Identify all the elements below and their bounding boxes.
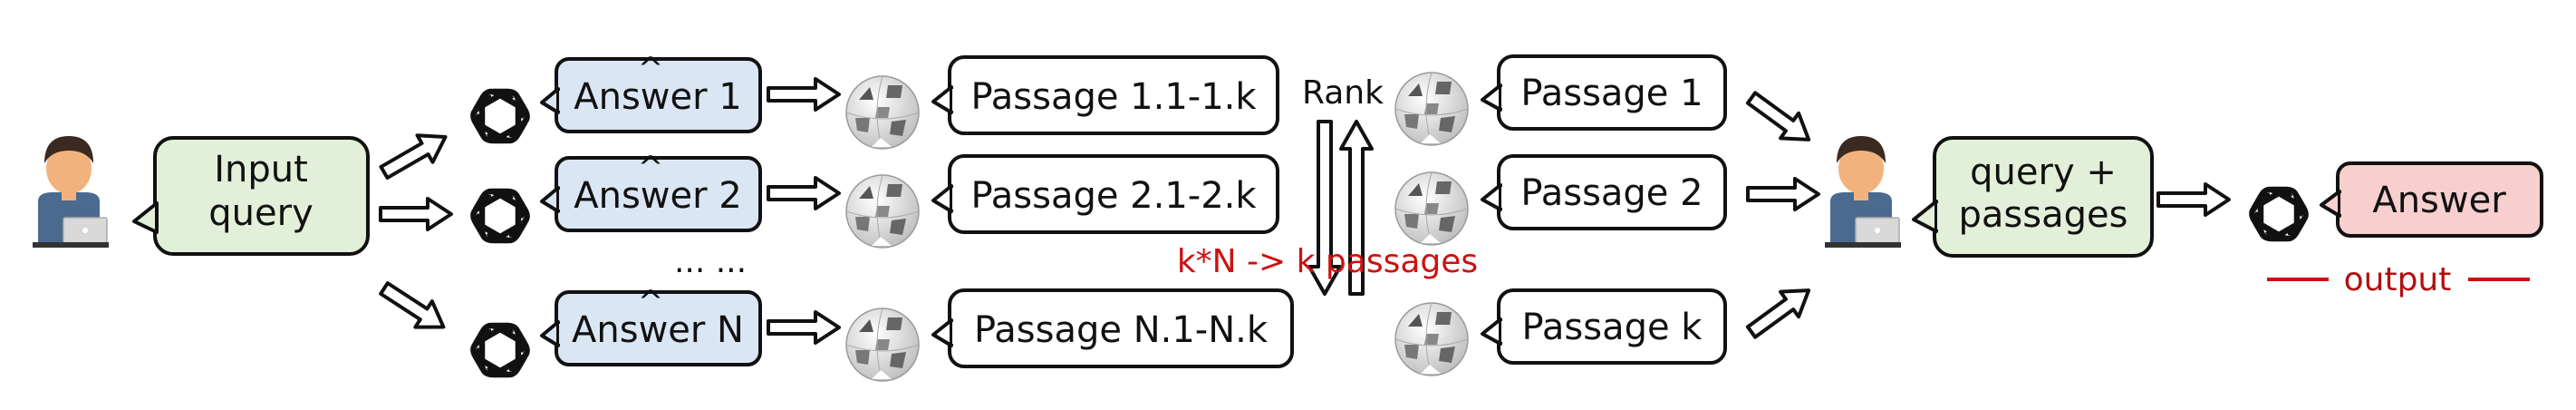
retrieved-passages-1: Passage 1.1-1.k [970,76,1257,118]
user-icon [32,135,110,249]
rank-up-arrow [1339,120,1374,296]
output-label: output [2344,261,2452,298]
arrow-to-llm-N [379,281,446,329]
ranked-passage-2: Passage 2 [1520,172,1703,214]
wikipedia-icon [845,75,920,150]
arrow-merge-1 [1745,91,1811,142]
final-answer-label: Answer [2372,180,2506,221]
ellipsis: ... ... [674,243,747,280]
retrieved-passages-N: Passage N.1-N.k [974,309,1269,351]
wikipedia-icon [1394,302,1469,376]
arrow-to-llm-1 [379,133,448,181]
arrow-to-retrieval-1 [767,77,841,112]
retrieved-passages-2: Passage 2.1-2.k [970,175,1257,217]
openai-icon [470,322,531,378]
answer-2-hat: ^ [638,150,664,186]
input-query-bubble-tail [132,201,159,234]
query-passages-line2: passages [1959,194,2128,236]
answer-1-label: Answer 1 [574,76,742,118]
rank-note: k*N -> k passages [1177,243,1478,280]
answer-N-label: Answer N [572,309,744,351]
rank-down-arrow [1307,120,1342,296]
arrow-to-retrieval-N [767,310,841,345]
query-passages-bubble [1933,136,2154,258]
input-query-line1: Input [214,149,308,190]
wikipedia-icon [1394,72,1469,146]
wikipedia-icon [845,308,920,382]
query-passages-line1: query + [1970,151,2117,193]
rank-label: Rank [1302,74,1384,112]
answer-N-hat: ^ [638,284,664,320]
answer-2-label: Answer 2 [574,175,742,217]
arrow-merge-2 [1746,177,1820,211]
arrow-to-final-llm [2156,182,2231,217]
openai-icon [470,88,531,144]
arrow-to-llm-2 [379,197,453,231]
answer-1-hat: ^ [638,51,664,87]
openai-icon [470,188,531,244]
wikipedia-icon [1394,171,1469,246]
user-icon [1824,135,1902,249]
ranked-passage-k: Passage k [1522,307,1703,348]
arrow-to-retrieval-2 [767,176,841,210]
input-query-bubble [153,136,370,256]
arrow-merge-k [1745,288,1811,339]
input-query-line2: query [208,192,313,234]
wikipedia-icon [845,174,920,249]
openai-icon [2249,186,2310,242]
ranked-passage-1: Passage 1 [1520,73,1703,114]
